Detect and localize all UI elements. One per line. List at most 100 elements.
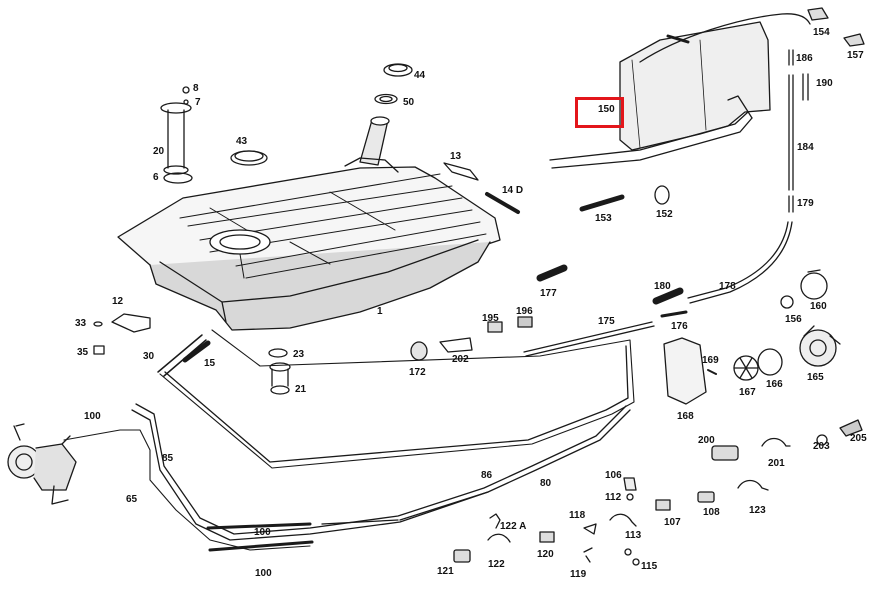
drain-21 bbox=[269, 362, 291, 395]
lower-fuel-lines bbox=[63, 429, 489, 552]
callout-179: 179 bbox=[797, 198, 814, 209]
ring-23 bbox=[268, 348, 288, 358]
callout-196: 196 bbox=[516, 306, 533, 317]
callout-172: 172 bbox=[409, 367, 426, 378]
hose-177 bbox=[536, 264, 568, 282]
callout-175: 175 bbox=[598, 316, 615, 327]
clip-205 bbox=[839, 419, 863, 437]
callout-7: 7 bbox=[195, 97, 201, 108]
callout-166: 166 bbox=[766, 379, 783, 390]
fuel-pump bbox=[7, 423, 77, 505]
bracket-168 bbox=[663, 337, 707, 405]
callout-200: 200 bbox=[698, 435, 715, 446]
hose-180 bbox=[652, 287, 684, 305]
callout-177: 177 bbox=[540, 288, 557, 299]
callout-115: 115 bbox=[641, 561, 658, 572]
pump-167 bbox=[733, 355, 759, 381]
callout-113: 113 bbox=[625, 530, 642, 541]
callout-176: 176 bbox=[671, 321, 688, 332]
callout-100-mid: 100 bbox=[254, 527, 271, 538]
bolt-15 bbox=[182, 340, 211, 363]
callout-178: 178 bbox=[719, 281, 736, 292]
callout-205: 205 bbox=[850, 433, 867, 444]
cover-166 bbox=[757, 348, 783, 376]
callout-100-top: 100 bbox=[84, 411, 101, 422]
fuel-tank bbox=[117, 116, 501, 331]
callout-107: 107 bbox=[664, 517, 681, 528]
callout-6: 6 bbox=[153, 172, 159, 183]
clip-157 bbox=[843, 33, 865, 47]
connector-176 bbox=[660, 310, 688, 318]
nut-35 bbox=[93, 345, 105, 355]
callout-100-bottom: 100 bbox=[255, 568, 272, 579]
callout-153: 153 bbox=[595, 213, 612, 224]
callout-13: 13 bbox=[450, 151, 462, 162]
callout-203: 203 bbox=[813, 441, 830, 452]
cap-152 bbox=[654, 185, 670, 205]
callout-44: 44 bbox=[414, 70, 426, 81]
bolt-30 bbox=[157, 334, 207, 377]
callout-80: 80 bbox=[540, 478, 552, 489]
callout-14d: 14 D bbox=[502, 185, 524, 196]
callout-50: 50 bbox=[403, 97, 415, 108]
callout-122a: 122 A bbox=[500, 521, 527, 532]
plate-12 bbox=[111, 313, 151, 333]
callout-8: 8 bbox=[193, 83, 199, 94]
callout-85: 85 bbox=[162, 453, 174, 464]
washer-33 bbox=[93, 321, 103, 327]
callout-120: 120 bbox=[537, 549, 554, 560]
bracket-202 bbox=[439, 337, 473, 353]
callout-160: 160 bbox=[810, 301, 827, 312]
callout-167: 167 bbox=[739, 387, 756, 398]
strap-13 bbox=[443, 162, 479, 181]
clip-203 bbox=[816, 434, 828, 446]
callout-201: 201 bbox=[768, 458, 785, 469]
clamp-196 bbox=[517, 316, 533, 328]
callout-190: 190 bbox=[816, 78, 833, 89]
callout-154: 154 bbox=[813, 27, 830, 38]
callout-152: 152 bbox=[656, 209, 673, 220]
callout-157: 157 bbox=[847, 50, 864, 61]
holder-200 bbox=[711, 445, 739, 461]
callout-121: 121 bbox=[437, 566, 454, 577]
callout-195: 195 bbox=[482, 313, 499, 324]
callout-169: 169 bbox=[702, 355, 719, 366]
pump-165 bbox=[799, 325, 841, 367]
callout-20: 20 bbox=[153, 146, 165, 157]
line-175 bbox=[523, 321, 655, 357]
plug-172 bbox=[410, 341, 428, 361]
fuel-line-loop bbox=[131, 329, 635, 541]
callout-150: 150 bbox=[598, 104, 615, 115]
callout-106: 106 bbox=[605, 470, 622, 481]
callout-30: 30 bbox=[143, 351, 155, 362]
callout-23: 23 bbox=[293, 349, 305, 360]
callout-119: 119 bbox=[570, 569, 587, 580]
screw-169 bbox=[707, 369, 717, 375]
fuel-level-sender bbox=[160, 86, 193, 184]
clamp-195 bbox=[487, 321, 503, 333]
strip-14d bbox=[485, 192, 520, 214]
filter-160 bbox=[780, 269, 828, 309]
callout-1: 1 bbox=[377, 306, 383, 317]
callout-12: 12 bbox=[112, 296, 124, 307]
callout-123: 123 bbox=[749, 505, 766, 516]
callout-156: 156 bbox=[785, 314, 802, 325]
callout-168: 168 bbox=[677, 411, 694, 422]
callout-108: 108 bbox=[703, 507, 720, 518]
clamp-201 bbox=[761, 437, 791, 447]
callout-122: 122 bbox=[488, 559, 505, 570]
callout-118: 118 bbox=[569, 510, 586, 521]
callout-180: 180 bbox=[654, 281, 671, 292]
clip-154 bbox=[807, 7, 829, 21]
small-hardware bbox=[453, 477, 769, 566]
vent-line bbox=[687, 49, 809, 304]
callout-202: 202 bbox=[452, 354, 469, 365]
highlight-box bbox=[575, 97, 624, 128]
callout-184: 184 bbox=[797, 142, 814, 153]
hose-153 bbox=[579, 194, 625, 212]
callout-86: 86 bbox=[481, 470, 493, 481]
seal-rings bbox=[230, 63, 413, 166]
callout-43: 43 bbox=[236, 136, 248, 147]
